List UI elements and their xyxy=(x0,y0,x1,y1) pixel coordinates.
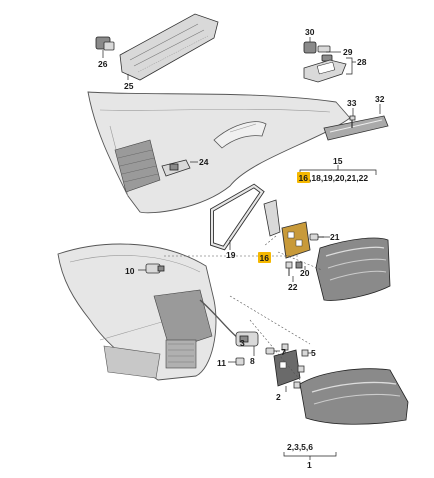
screw-21 xyxy=(309,233,324,241)
connector-26 xyxy=(95,36,115,51)
label-22: 22 xyxy=(288,282,298,292)
label-5: 5 xyxy=(311,348,316,358)
callout-labels: 26 25 30 29 28 33 32 24 15 16 ,18,19,20,… xyxy=(98,27,385,470)
label-32: 32 xyxy=(375,94,385,104)
seal-19 xyxy=(210,183,265,251)
upper-taillight-15 xyxy=(315,237,391,301)
screw-22 xyxy=(285,261,293,276)
harness-connector-8 xyxy=(199,299,259,347)
label-18-22: ,18,19,20,21,22 xyxy=(309,173,368,183)
plate-lamp-group-28 xyxy=(303,41,347,83)
clip-11 xyxy=(235,357,245,366)
lock-actuator-24 xyxy=(161,159,191,177)
label-10: 10 xyxy=(125,266,135,276)
nut-20 xyxy=(295,261,303,269)
bracket-2 xyxy=(273,349,301,387)
tailgate-panel xyxy=(87,91,351,214)
label-33: 33 xyxy=(347,98,357,108)
bracket-16-upper xyxy=(281,221,311,259)
screw-33 xyxy=(349,115,356,128)
label-25: 25 xyxy=(124,81,134,91)
label-11: 11 xyxy=(217,358,226,368)
label-30: 30 xyxy=(305,27,315,37)
cable-7 xyxy=(265,347,275,355)
label-15: 15 xyxy=(333,156,343,166)
label-29: 29 xyxy=(343,47,353,57)
bolt-10 xyxy=(145,263,165,274)
label-7: 7 xyxy=(281,347,286,357)
label-1: 1 xyxy=(307,460,312,470)
label-16-lower: 16 xyxy=(260,253,270,263)
highlight-16-lower xyxy=(258,252,271,263)
highlight-16-upper xyxy=(297,172,310,183)
bolt-5 xyxy=(301,349,309,357)
label-16-upper: 16 xyxy=(299,173,309,183)
label-20: 20 xyxy=(300,268,310,278)
label-8: 8 xyxy=(250,356,255,366)
label-26: 26 xyxy=(98,59,108,69)
lower-taillight-1 xyxy=(299,368,409,425)
label-2: 2 xyxy=(276,392,281,402)
label-19: 19 xyxy=(226,250,236,260)
rear-quarter-body xyxy=(57,243,217,381)
label-3: 3 xyxy=(240,338,245,348)
reflector-strip-32 xyxy=(323,115,389,141)
label-21: 21 xyxy=(330,232,340,242)
label-28: 28 xyxy=(357,57,367,67)
brake-light-housing-25 xyxy=(119,13,219,81)
label-2356: 2,3,5,6 xyxy=(287,442,313,452)
label-24: 24 xyxy=(199,157,209,167)
